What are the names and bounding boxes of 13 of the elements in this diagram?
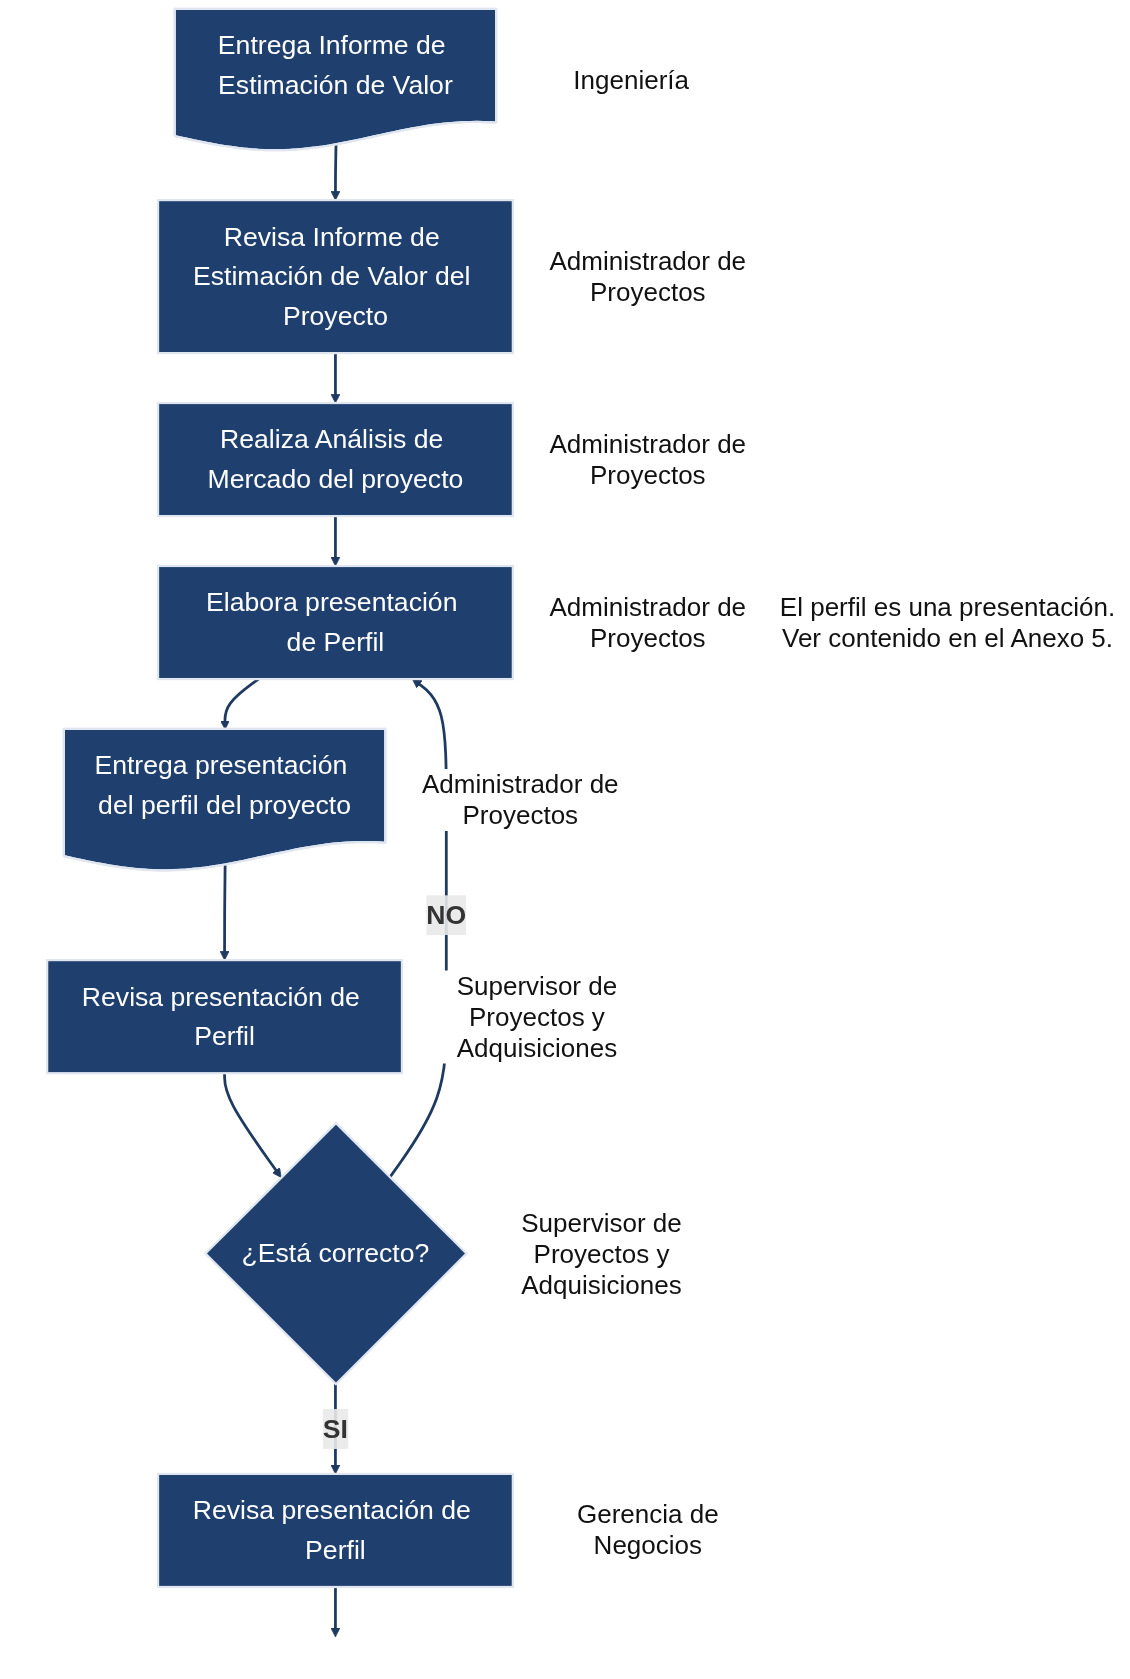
arrow — [330, 144, 341, 201]
edge-label: NO — [426, 899, 467, 930]
node-box — [46, 959, 404, 1075]
arrow — [223, 1073, 282, 1178]
edge-label: SI — [322, 1413, 349, 1444]
node-box — [156, 401, 514, 518]
node-box — [156, 1472, 514, 1589]
arrow — [330, 1587, 341, 1638]
node-box — [156, 564, 514, 681]
node-diamond — [203, 1121, 469, 1386]
arrow — [330, 353, 341, 404]
node-box — [156, 199, 514, 355]
arrow — [219, 865, 230, 961]
